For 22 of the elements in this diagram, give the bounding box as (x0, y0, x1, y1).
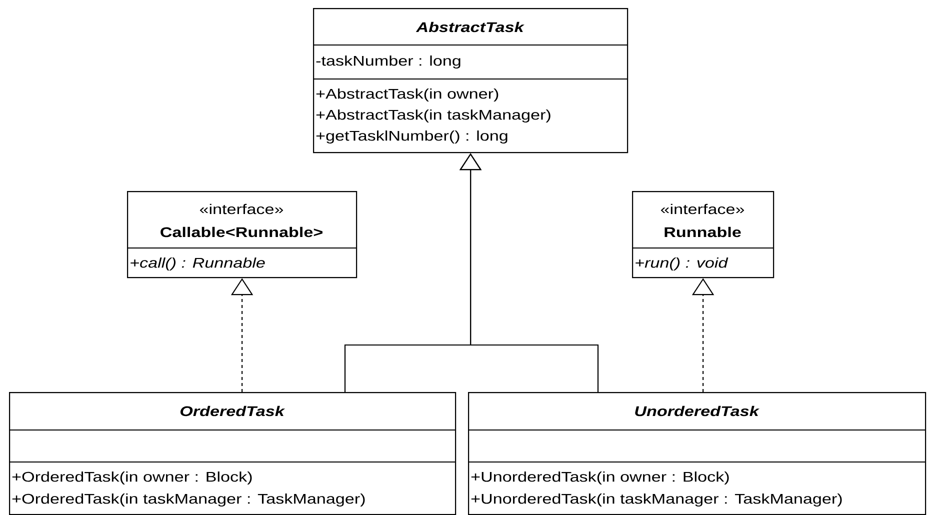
operation: +AbstractTask(in owner) (316, 88, 498, 102)
operation: +call() : Runnable (130, 257, 265, 271)
operation: +AbstractTask(in taskManager) (316, 109, 550, 123)
operation: +run() : void (636, 257, 728, 271)
operation: +OrderedTask(in owner : Block) (12, 471, 252, 485)
class-box (127, 191, 358, 278)
class-box (468, 392, 926, 515)
class-name: OrderedTask (180, 406, 286, 416)
class-box (313, 8, 628, 154)
attribute: -taskNumber : long (316, 55, 460, 69)
stereotype: «interface» (200, 204, 284, 214)
operation: +getTasklNumber() : long (316, 130, 508, 144)
class-name: AbstractTask (416, 22, 524, 32)
operation: +UnorderedTask(in owner : Block) (471, 471, 729, 485)
class-name: UnorderedTask (635, 406, 760, 416)
stereotype: «interface» (660, 204, 744, 214)
operation: +OrderedTask(in taskManager : TaskManager) (12, 493, 365, 507)
interface-name: Runnable (664, 226, 741, 238)
class-box (9, 392, 456, 515)
class-box (632, 191, 774, 278)
operation: +UnorderedTask(in taskManager : TaskManager) (471, 493, 842, 507)
interface-name: Callable<Runnable> (160, 226, 322, 238)
